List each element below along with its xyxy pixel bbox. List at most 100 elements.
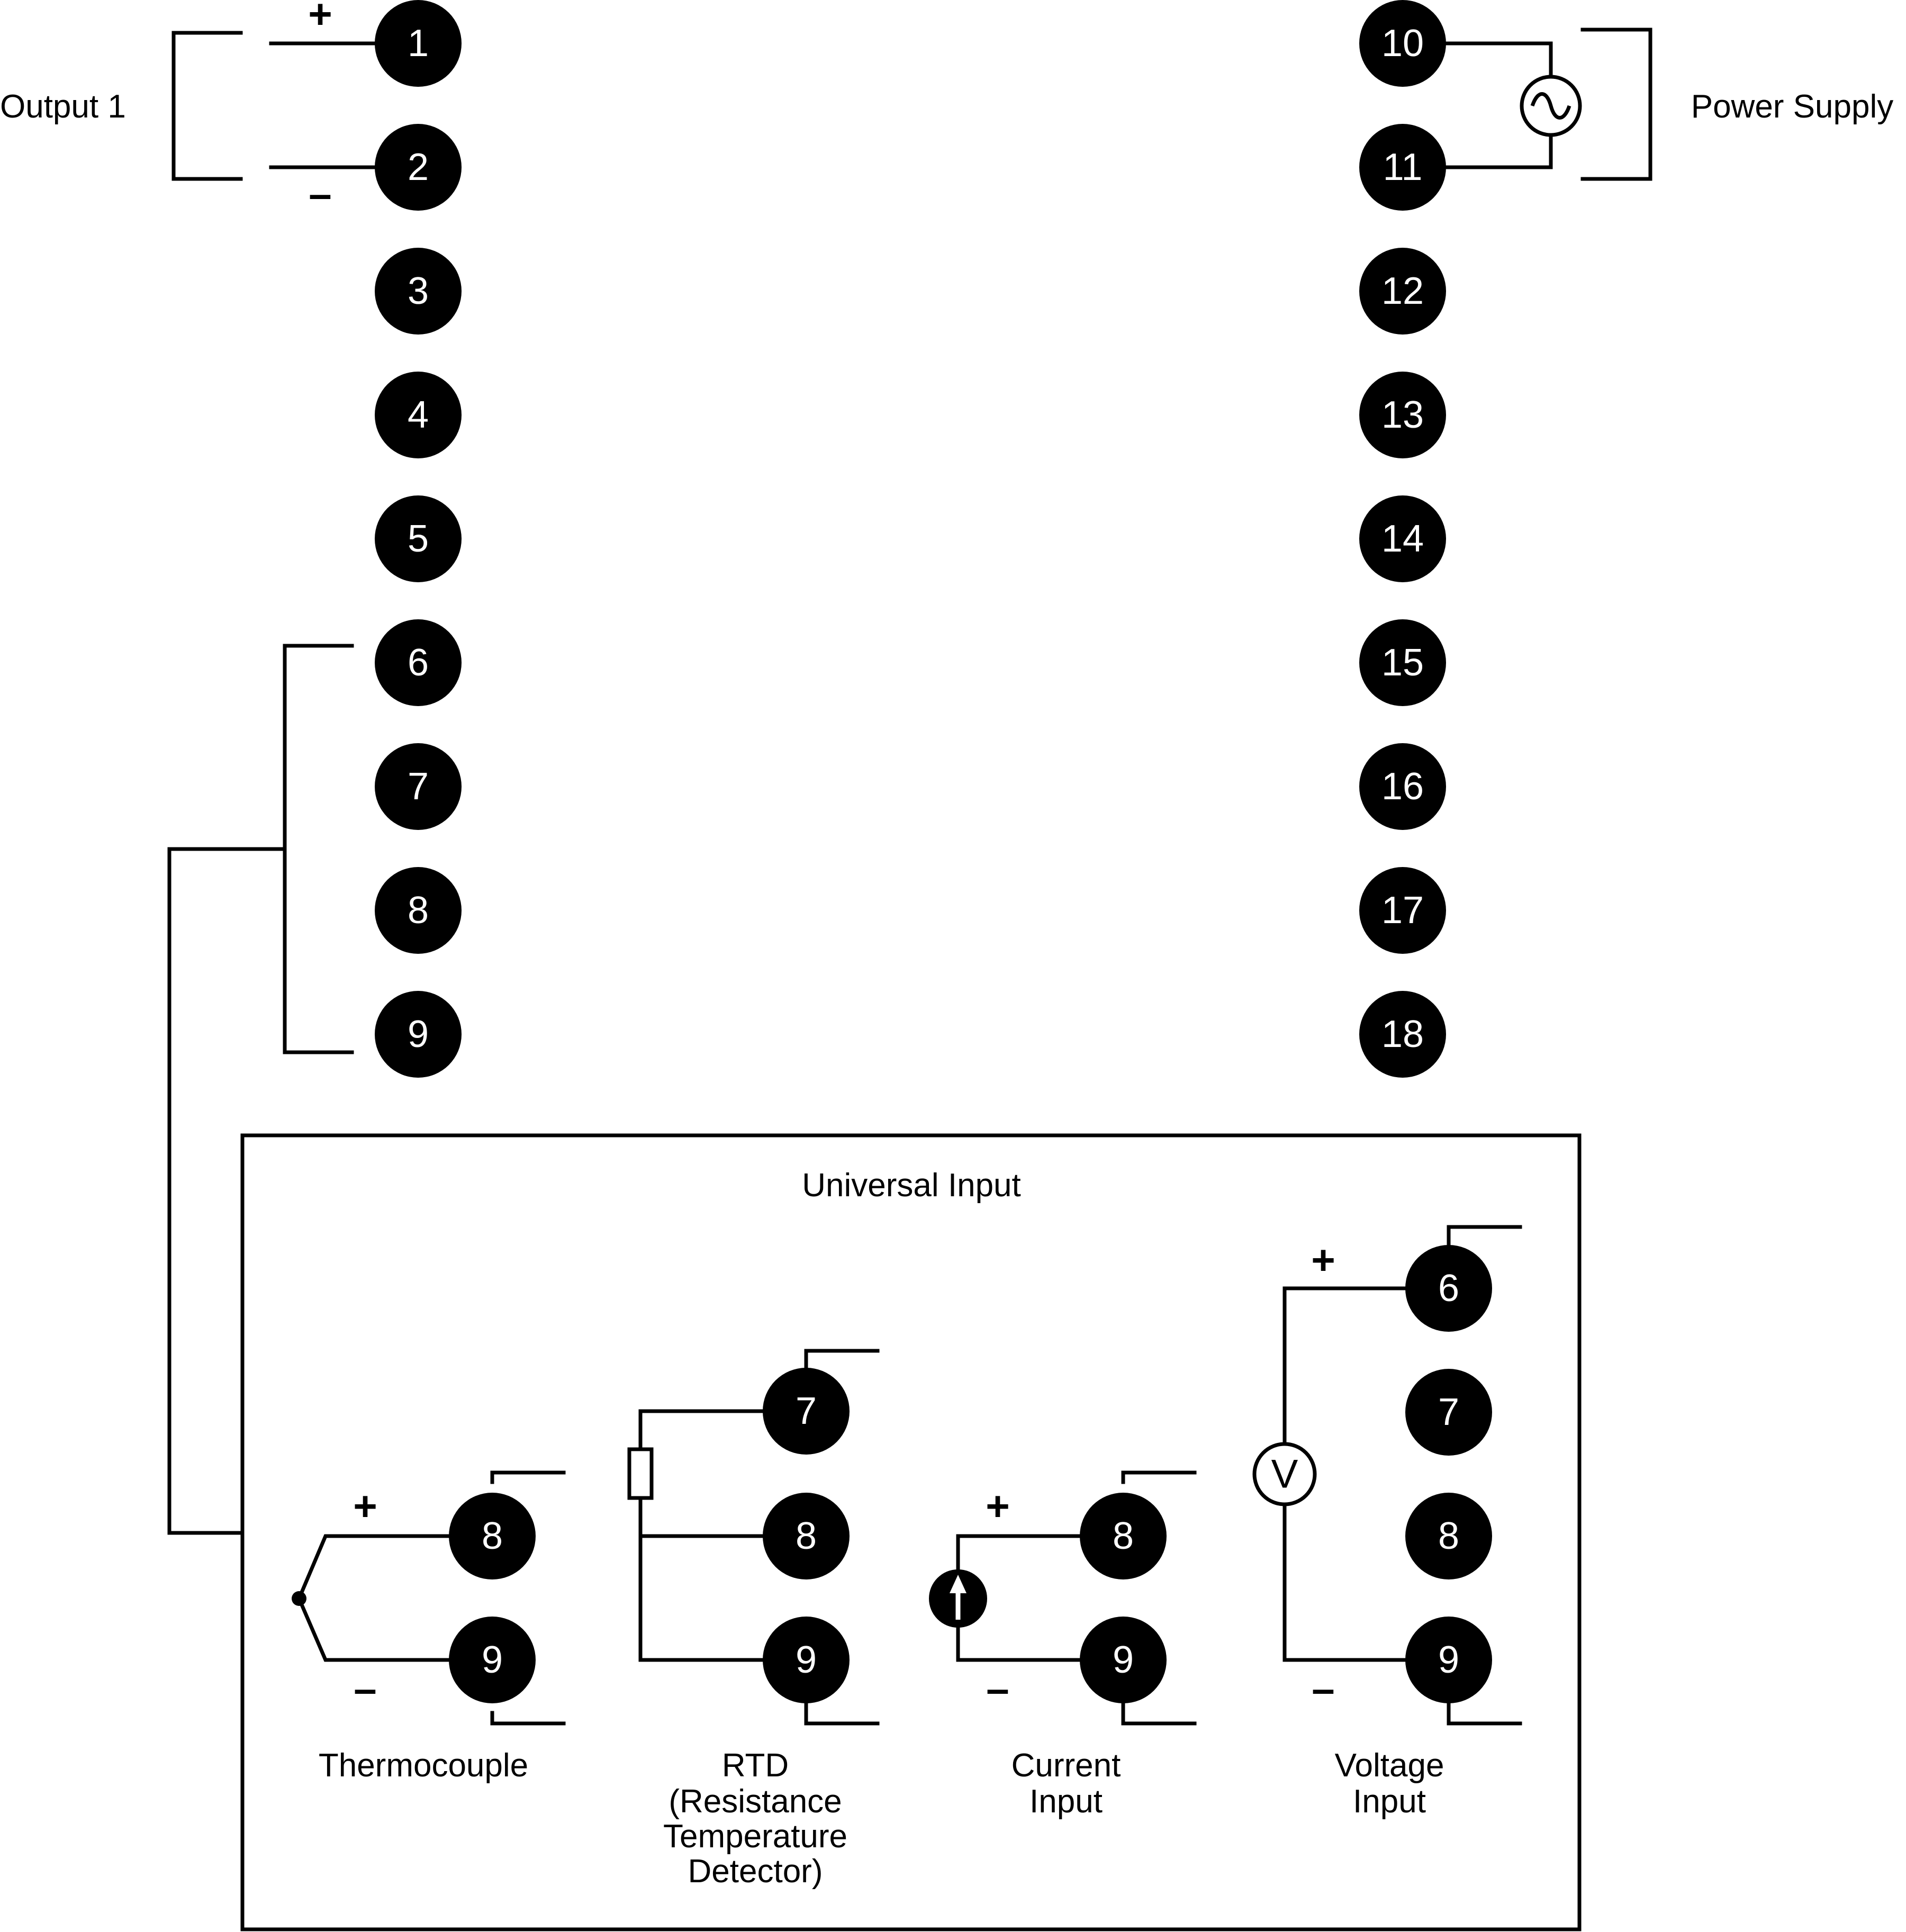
svg-text:9: 9 — [1438, 1639, 1459, 1681]
voltage-terminal-6: 6 — [1405, 1245, 1492, 1332]
current-plus-sign: + — [986, 1483, 1010, 1529]
svg-text:8: 8 — [1113, 1515, 1134, 1557]
terminal-10: 10 — [1359, 0, 1446, 87]
terminal-7: 7 — [375, 743, 462, 830]
svg-text:16: 16 — [1381, 765, 1424, 808]
thermocouple-group: 8 9 + – Thermocouple — [292, 1470, 566, 1784]
rtd-stub-top — [804, 1349, 880, 1370]
current-positive-wire — [956, 1534, 1083, 1572]
svg-text:7: 7 — [408, 765, 429, 808]
terminal-8: 8 — [375, 867, 462, 954]
voltage-stub-bottom — [1447, 1700, 1522, 1726]
voltage-input-label: Voltage Input — [1335, 1747, 1444, 1820]
current-stub-bottom — [1121, 1700, 1197, 1726]
voltage-input-group: V 6 7 8 9 + – Voltage Input — [1252, 1225, 1522, 1820]
voltage-stub-top — [1447, 1225, 1522, 1247]
current-stub-top — [1121, 1470, 1197, 1484]
current-input-group: 8 9 + – Current Input — [929, 1470, 1197, 1820]
svg-text:(Resistance: (Resistance — [669, 1783, 842, 1820]
terminal-17: 17 — [1359, 867, 1446, 954]
terminal-1: 1 — [375, 0, 462, 87]
svg-text:8: 8 — [482, 1515, 503, 1557]
input-connection — [167, 644, 354, 1535]
svg-text:6: 6 — [1438, 1267, 1459, 1310]
universal-input-panel: Universal Input 8 9 + – Thermocouple 7 8 — [240, 1133, 1582, 1931]
current-input-label: Current Input — [1011, 1747, 1121, 1820]
terminal-14: 14 — [1359, 495, 1446, 582]
terminal-12: 12 — [1359, 248, 1446, 335]
svg-text:18: 18 — [1381, 1013, 1424, 1055]
current-minus-sign: – — [986, 1665, 1009, 1712]
power-supply-wiring — [1443, 41, 1553, 79]
current-terminal-8: 8 — [1080, 1493, 1167, 1579]
svg-text:Input: Input — [1029, 1783, 1103, 1820]
svg-text:12: 12 — [1381, 270, 1424, 312]
svg-text:17: 17 — [1381, 889, 1424, 932]
svg-text:8: 8 — [796, 1515, 817, 1557]
svg-text:7: 7 — [1438, 1391, 1459, 1433]
resistor-icon — [627, 1447, 654, 1500]
terminal-15: 15 — [1359, 619, 1446, 706]
power-supply-label: Power Supply — [1691, 88, 1894, 125]
power-supply-group: Power Supply — [1443, 28, 1894, 181]
output-1-plus-sign: + — [308, 0, 332, 37]
svg-text:9: 9 — [408, 1013, 429, 1055]
voltage-terminal-7: 7 — [1405, 1369, 1492, 1456]
output-1-group: Output 1 + – — [0, 0, 378, 217]
svg-text:7: 7 — [796, 1390, 817, 1432]
power-supply-bracket — [1580, 28, 1652, 181]
thermocouple-junction-icon — [292, 1591, 306, 1606]
output-1-label: Output 1 — [0, 88, 126, 125]
svg-text:6: 6 — [408, 642, 429, 684]
svg-text:Current: Current — [1011, 1747, 1121, 1784]
thermocouple-minus-sign: – — [354, 1665, 376, 1712]
terminal-2: 2 — [375, 124, 462, 211]
svg-text:3: 3 — [408, 270, 429, 312]
thermocouple-positive-wire — [296, 1534, 452, 1601]
svg-text:8: 8 — [1438, 1515, 1459, 1557]
svg-text:RTD: RTD — [722, 1747, 789, 1784]
voltage-positive-wire — [1282, 1286, 1409, 1446]
universal-input-frame — [240, 1133, 1582, 1931]
thermocouple-terminal-9: 9 — [449, 1617, 536, 1703]
svg-text:1: 1 — [408, 22, 429, 65]
thermocouple-negative-wire — [296, 1596, 452, 1662]
voltage-terminal-9: 9 — [1405, 1617, 1492, 1703]
terminal-16: 16 — [1359, 743, 1446, 830]
terminal-6: 6 — [375, 619, 462, 706]
terminal-3: 3 — [375, 248, 462, 335]
rtd-terminal-7: 7 — [763, 1368, 850, 1455]
svg-text:13: 13 — [1381, 394, 1424, 436]
thermocouple-label: Thermocouple — [319, 1747, 528, 1784]
svg-text:Input: Input — [1353, 1783, 1426, 1820]
input-bracket — [283, 644, 354, 1054]
svg-text:Voltage: Voltage — [1335, 1747, 1444, 1784]
svg-text:2: 2 — [408, 146, 429, 188]
svg-text:4: 4 — [408, 394, 429, 436]
terminal-13: 13 — [1359, 372, 1446, 458]
power-supply-wiring-lower — [1443, 133, 1553, 169]
voltmeter-symbol: V — [1271, 1452, 1298, 1497]
thermocouple-stub-bottom — [490, 1711, 566, 1726]
svg-text:11: 11 — [1383, 146, 1423, 188]
svg-text:15: 15 — [1381, 642, 1424, 684]
terminal-11: 11 — [1359, 124, 1446, 211]
rtd-label: RTD (Resistance Temperature Detector) — [663, 1747, 847, 1890]
voltmeter-icon: V — [1252, 1442, 1317, 1506]
thermocouple-terminal-8: 8 — [449, 1493, 536, 1579]
current-negative-wire — [956, 1626, 1083, 1662]
output-1-bracket — [171, 31, 243, 181]
svg-text:5: 5 — [408, 518, 429, 560]
output-1-minus-sign: – — [309, 170, 331, 217]
svg-text:8: 8 — [408, 889, 429, 932]
rtd-terminal-8: 8 — [763, 1493, 850, 1579]
voltage-minus-sign: – — [1312, 1665, 1334, 1712]
current-source-icon — [929, 1569, 987, 1628]
current-terminal-9: 9 — [1080, 1617, 1167, 1703]
svg-text:Temperature: Temperature — [663, 1818, 847, 1855]
voltage-negative-wire — [1282, 1502, 1409, 1662]
thermocouple-plus-sign: + — [353, 1483, 377, 1529]
rtd-terminal-9: 9 — [763, 1617, 850, 1703]
rtd-wire-top — [638, 1409, 767, 1451]
